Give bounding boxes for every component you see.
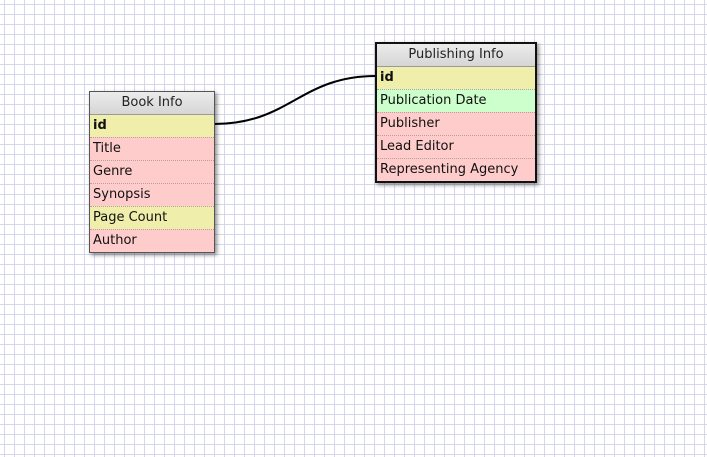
- field-id[interactable]: id: [377, 67, 535, 89]
- field-lead-editor[interactable]: Lead Editor: [377, 135, 535, 158]
- field-author[interactable]: Author: [90, 229, 214, 252]
- table-title[interactable]: Publishing Info: [377, 44, 535, 67]
- field-genre[interactable]: Genre: [90, 160, 214, 183]
- field-publication-date[interactable]: Publication Date: [377, 89, 535, 112]
- field-title[interactable]: Title: [90, 137, 214, 160]
- table-title[interactable]: Book Info: [90, 92, 214, 115]
- field-publisher[interactable]: Publisher: [377, 112, 535, 135]
- relation-line[interactable]: [213, 75, 377, 125]
- field-synopsis[interactable]: Synopsis: [90, 183, 214, 206]
- field-id[interactable]: id: [90, 115, 214, 137]
- table-publishing-info[interactable]: Publishing Info id Publication Date Publ…: [375, 42, 537, 183]
- field-representing-agency[interactable]: Representing Agency: [377, 158, 535, 181]
- field-page-count[interactable]: Page Count: [90, 206, 214, 229]
- table-book-info[interactable]: Book Info id Title Genre Synopsis Page C…: [89, 91, 215, 253]
